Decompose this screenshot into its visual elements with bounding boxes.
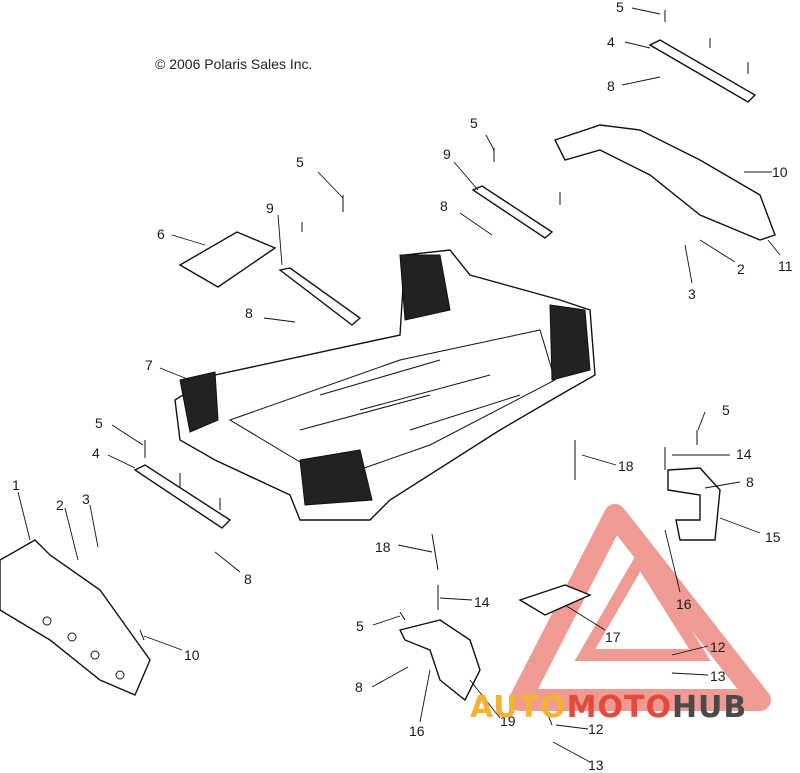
- callout-8: 8: [746, 474, 754, 490]
- callout-10: 10: [772, 164, 788, 180]
- lower-bracket: [398, 619, 481, 702]
- callout-5: 5: [722, 402, 730, 418]
- hitch-bracket: [667, 467, 721, 541]
- callout-19: 19: [500, 713, 516, 729]
- callout-2: 2: [56, 497, 64, 513]
- watermark-hub: HUB: [671, 690, 748, 725]
- callout-5: 5: [616, 0, 624, 15]
- callout-5: 5: [296, 154, 304, 170]
- callout-13: 13: [588, 757, 604, 773]
- mat-part: [178, 231, 277, 288]
- callout-8: 8: [440, 198, 448, 214]
- callout-6: 6: [157, 226, 165, 242]
- cover-plate: [518, 584, 592, 616]
- strip-right: [471, 185, 554, 239]
- callout-4: 4: [607, 34, 615, 50]
- callout-14: 14: [736, 446, 752, 462]
- callout-5: 5: [470, 115, 478, 131]
- watermark-logo: [509, 504, 771, 711]
- watermark-moto: MOTO: [566, 690, 672, 725]
- callout-16: 16: [676, 596, 692, 612]
- bracket-left: [133, 464, 232, 529]
- callout-5: 5: [95, 415, 103, 431]
- strip-left: [278, 267, 362, 326]
- callout-12: 12: [588, 721, 604, 737]
- callout-2: 2: [737, 261, 745, 277]
- callout-4: 4: [92, 445, 100, 461]
- callout-18: 18: [375, 539, 391, 555]
- callout-8: 8: [245, 305, 253, 321]
- callout-10: 10: [184, 647, 200, 663]
- left-bumper: [0, 539, 151, 696]
- callout-9: 9: [266, 200, 274, 216]
- callout-14: 14: [474, 594, 490, 610]
- callout-13: 13: [710, 668, 726, 684]
- callout-11: 11: [778, 258, 793, 274]
- callout-8: 8: [607, 78, 615, 94]
- callout-3: 3: [82, 491, 90, 507]
- watermark-auto: AUTO: [470, 690, 567, 725]
- callout-17: 17: [605, 629, 621, 645]
- callout-1: 1: [12, 477, 20, 493]
- watermark-wordmark: AUTOMOTOHUB: [470, 690, 747, 725]
- bracket-top-right: [648, 39, 757, 103]
- callout-12: 12: [710, 639, 726, 655]
- right-bumper: [554, 124, 776, 241]
- leader-lines: [17, 7, 781, 763]
- copyright-text: © 2006 Polaris Sales Inc.: [155, 56, 313, 72]
- callout-7: 7: [145, 357, 153, 373]
- fasteners: [139, 10, 758, 726]
- callout-18: 18: [618, 458, 634, 474]
- callout-3: 3: [688, 286, 696, 302]
- callout-5: 5: [356, 618, 364, 634]
- callout-16: 16: [409, 723, 425, 739]
- main-rack: [174, 249, 596, 521]
- callout-9: 9: [443, 146, 451, 162]
- callout-8: 8: [355, 679, 363, 695]
- callout-15: 15: [765, 529, 781, 545]
- callout-8: 8: [244, 571, 252, 587]
